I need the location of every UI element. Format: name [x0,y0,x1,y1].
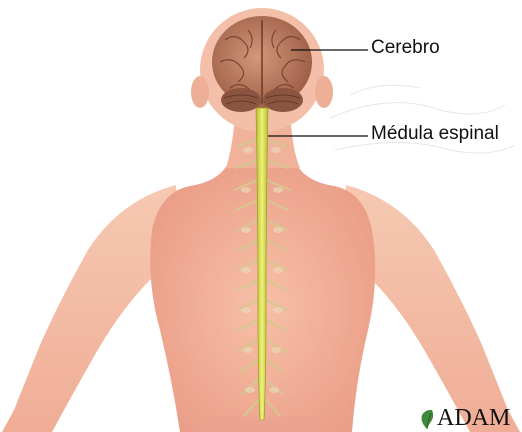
label-cerebro: Cerebro [371,38,440,57]
adam-logo: ADAM [418,402,510,430]
logo-text: ADAM [437,406,510,430]
brain [212,16,312,112]
label-medula-espinal: Médula espinal [371,124,499,143]
leaf-icon [418,408,436,430]
